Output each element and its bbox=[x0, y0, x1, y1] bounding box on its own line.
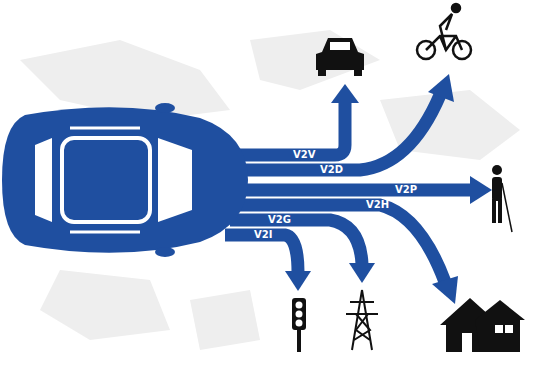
power-tower-icon bbox=[346, 290, 378, 350]
bicycle-icon bbox=[417, 4, 471, 59]
arrow-bundle bbox=[225, 95, 472, 282]
arrow-label: V2V bbox=[293, 149, 315, 161]
arrow-heads bbox=[285, 74, 492, 304]
world-map bbox=[20, 30, 520, 350]
arrow-label: V2P bbox=[395, 184, 417, 196]
arrow-label: V2H bbox=[366, 199, 389, 211]
car-top-view bbox=[2, 103, 248, 257]
arrow-label: V2I bbox=[254, 229, 272, 241]
arrow-label: V2G bbox=[268, 214, 291, 226]
traffic-light-icon bbox=[292, 298, 306, 352]
car-icon bbox=[316, 38, 364, 76]
pedestrian-icon bbox=[492, 165, 512, 232]
arrow-label: V2D bbox=[320, 164, 343, 176]
house-icon bbox=[440, 298, 525, 352]
